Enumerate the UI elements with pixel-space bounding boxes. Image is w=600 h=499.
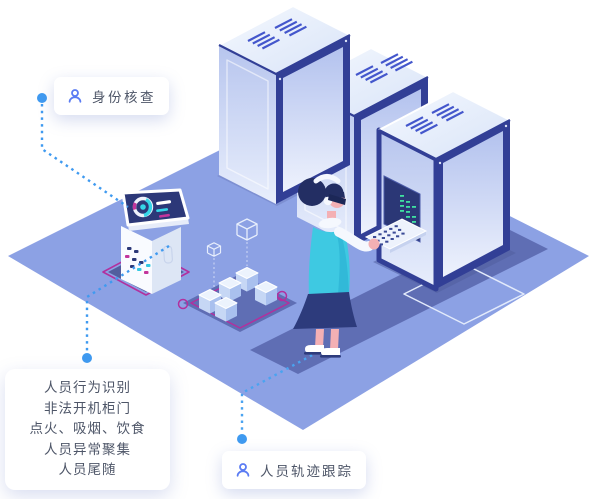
skirt xyxy=(293,292,357,329)
kiosk-screen xyxy=(121,188,190,227)
shoes xyxy=(304,345,341,358)
behavior-line: 人员异常聚集 xyxy=(44,441,131,457)
kpi-bars xyxy=(156,200,172,218)
arm-sleeve xyxy=(334,227,374,252)
trajectory-connector-line xyxy=(240,350,319,432)
wireframe-cube xyxy=(236,218,258,241)
anchor-dot xyxy=(82,353,92,363)
headband xyxy=(313,174,341,184)
wireframe-cube xyxy=(206,242,222,257)
callout-trajectory: 人员轨迹跟踪 xyxy=(222,451,366,489)
callout-identity-label: 身份核查 xyxy=(92,90,156,105)
storage-cubes xyxy=(198,267,278,322)
hair-bun xyxy=(298,178,326,206)
anchor-dot xyxy=(237,434,247,444)
hand xyxy=(368,238,380,250)
server-cabinet-3 xyxy=(364,89,511,292)
callout-trajectory-label: 人员轨迹跟踪 xyxy=(260,464,353,479)
behavior-line: 人员尾随 xyxy=(58,462,117,477)
vent-slats xyxy=(247,18,307,50)
callout-identity: 身份核查 xyxy=(54,77,169,115)
behavior-line: 点火、吸烟、饮食 xyxy=(29,421,146,436)
cube xyxy=(214,297,238,322)
behavior-line: 人员行为识别 xyxy=(44,380,131,395)
callout-behavior-list: 人员行为识别 非法开机柜门 点火、吸烟、饮食 人员异常聚集 人员尾随 xyxy=(5,369,170,490)
kiosk xyxy=(121,188,190,294)
operator-figure xyxy=(293,174,380,358)
server-cabinet-1 xyxy=(218,4,351,204)
keyboard xyxy=(364,218,428,253)
person-icon xyxy=(236,463,250,477)
person-icon xyxy=(68,89,82,103)
donut-chart xyxy=(132,196,154,218)
floor-marker-ring xyxy=(276,290,288,302)
anchor-dot xyxy=(37,93,47,103)
vent-slats xyxy=(405,103,464,135)
collar xyxy=(318,217,342,229)
behavior-line: 非法开机柜门 xyxy=(44,400,131,416)
cube xyxy=(254,281,278,306)
goggles xyxy=(328,194,346,205)
identity-connector-line xyxy=(40,104,129,208)
floor-marker-ring xyxy=(177,298,189,310)
cube xyxy=(218,277,242,302)
vent-slats xyxy=(355,53,413,84)
